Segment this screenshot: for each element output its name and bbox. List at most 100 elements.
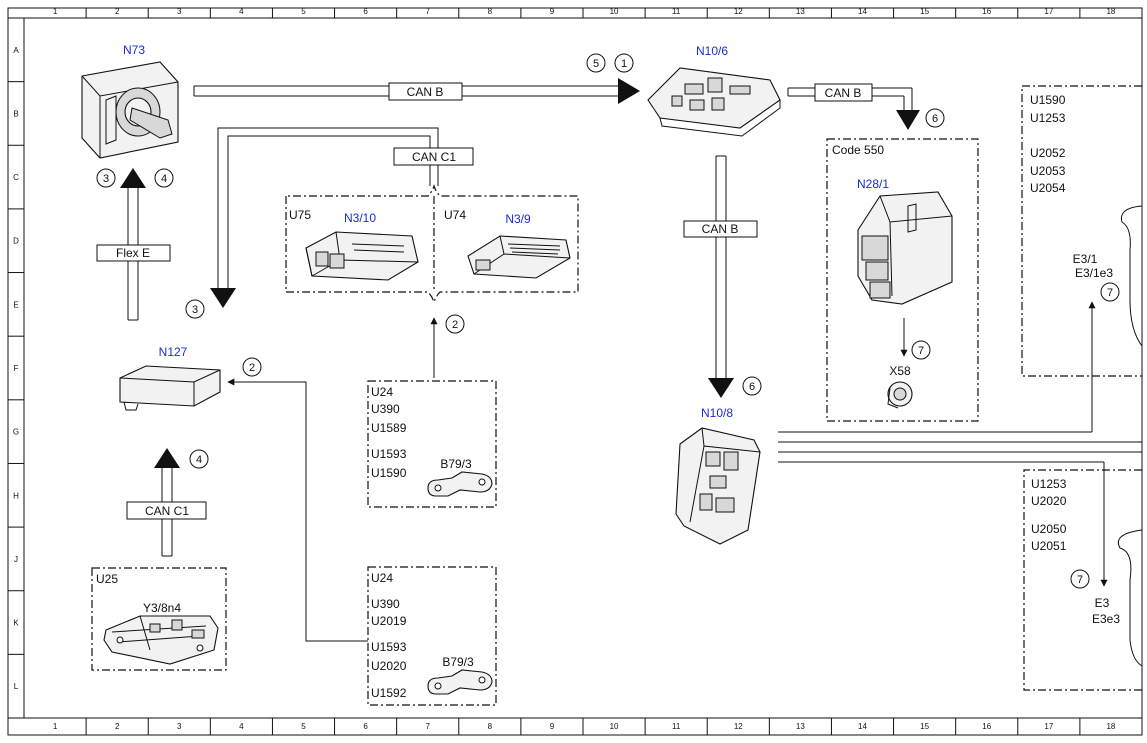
column-tick-label: 10	[610, 722, 619, 731]
flex-e-label: Flex E	[116, 246, 150, 260]
row-tick-label: G	[13, 428, 19, 437]
fault-code: U24	[371, 571, 393, 585]
b79-3-lower-sensor[interactable]	[427, 669, 493, 695]
frame: 1122334455667788991010111112121313141415…	[7, 7, 1143, 736]
can-b-right-label: CAN B	[825, 86, 862, 100]
fault-code: U1593	[371, 640, 407, 654]
n127-module[interactable]: N127	[119, 345, 221, 411]
u75-label: U75	[289, 208, 311, 222]
can-c1-left-bus: CAN C1 4	[126, 448, 209, 557]
x58-label: X58	[889, 364, 911, 378]
column-tick-label: 12	[734, 7, 743, 16]
u25-label: U25	[96, 572, 118, 586]
fault-code: U24	[371, 385, 393, 399]
row-tick-label: J	[14, 555, 18, 564]
row-tick-label: D	[13, 237, 19, 246]
column-ticks: 1122334455667788991010111112121313141415…	[53, 7, 1116, 735]
fault-code: U1589	[371, 421, 407, 435]
column-tick-label: 5	[301, 7, 306, 16]
n73-ignition-switch[interactable]: N73	[81, 43, 179, 159]
column-tick-label: 6	[363, 7, 368, 16]
column-tick-label: 3	[177, 722, 182, 731]
fault-code: U1253	[1031, 477, 1067, 491]
column-tick-label: 11	[672, 722, 681, 731]
callout-1: 1	[614, 53, 634, 73]
column-tick-label: 12	[734, 722, 743, 731]
fault-code: U2020	[371, 659, 407, 673]
callout-3-can-c1: 3	[192, 304, 198, 316]
ecu-input-arrow: 2	[430, 314, 465, 378]
code-550-group: Code 550 N28/1 7 X58	[826, 138, 979, 422]
n127-input-wire: 2	[227, 357, 368, 642]
callout-6-lower: 6	[749, 381, 755, 393]
row-tick-label: K	[13, 619, 19, 628]
can-b-right-bus: CAN B	[787, 83, 920, 130]
n3-10-ecu[interactable]	[305, 231, 419, 281]
svg-text:1: 1	[621, 58, 627, 70]
n28-1-module[interactable]	[857, 191, 953, 305]
column-tick-label: 9	[550, 722, 555, 731]
column-tick-label: 5	[301, 722, 306, 731]
y3-8n4-label: Y3/8n4	[143, 601, 181, 615]
y3-8n4-unit[interactable]	[103, 615, 219, 665]
column-tick-label: 16	[982, 7, 991, 16]
e3-label: E3	[1095, 596, 1110, 610]
x58-connector[interactable]	[887, 381, 913, 409]
column-tick-label: 8	[488, 722, 493, 731]
column-tick-label: 7	[425, 722, 430, 731]
row-tick-label: A	[13, 46, 19, 55]
can-c1-top-bus: CAN C1 3	[185, 127, 474, 319]
fault-code: U2050	[1031, 522, 1067, 536]
b79-3-lower-label: B79/3	[442, 655, 474, 669]
n28-1-label: N28/1	[857, 177, 889, 191]
n3-9-ecu[interactable]	[467, 235, 571, 279]
callout-7-right-lower: 7	[1077, 574, 1083, 586]
callout-2-n127: 2	[249, 362, 255, 374]
flex-e-bus: Flex E 3 4	[96, 168, 174, 321]
fault-code: U1592	[371, 686, 407, 700]
e3-1-label: E3/1	[1073, 252, 1098, 266]
n10-6-label: N10/6	[696, 44, 728, 58]
column-tick-label: 7	[425, 7, 430, 16]
column-tick-label: 11	[672, 7, 681, 16]
n127-label: N127	[159, 345, 188, 359]
row-tick-label: C	[13, 173, 19, 182]
row-tick-label: F	[14, 364, 19, 373]
callout-7-code550: 7	[918, 345, 924, 357]
callout-5: 5	[586, 53, 606, 73]
fault-code: U2054	[1030, 181, 1066, 195]
e3e3-label: E3e3	[1092, 612, 1120, 626]
column-tick-label: 1	[53, 7, 58, 16]
svg-text:6: 6	[932, 113, 938, 125]
fault-code: U2053	[1030, 164, 1066, 178]
fault-code: U390	[371, 402, 400, 416]
column-tick-label: 14	[858, 7, 867, 16]
n10-6-module[interactable]: N10/6	[647, 44, 781, 137]
can-b-top-bus: CAN B	[193, 78, 640, 104]
n3-9-label: N3/9	[505, 212, 531, 226]
column-tick-label: 17	[1044, 722, 1053, 731]
fault-code: U2020	[1031, 494, 1067, 508]
row-tick-label: E	[13, 300, 18, 309]
callout-4-flex: 4	[161, 173, 167, 185]
n10-8-module[interactable]: N10/8	[675, 406, 761, 545]
callout-4-can-c1: 4	[196, 454, 202, 466]
can-b-vertical-bus: CAN B 6	[683, 155, 762, 398]
can-b-top-label: CAN B	[407, 85, 444, 99]
can-c1-left-label: CAN C1	[145, 504, 189, 518]
column-tick-label: 18	[1106, 722, 1115, 731]
column-tick-label: 9	[550, 7, 555, 16]
e3-1e3-label: E3/1e3	[1075, 266, 1113, 280]
row-tick-label: L	[14, 682, 19, 691]
b79-3-upper-sensor[interactable]	[427, 471, 493, 497]
fault-code: U1590	[371, 466, 407, 480]
column-tick-label: 16	[982, 722, 991, 731]
callout-7-right-upper: 7	[1107, 287, 1113, 299]
fault-code: U2052	[1030, 146, 1066, 160]
column-tick-label: 14	[858, 722, 867, 731]
column-tick-label: 10	[610, 7, 619, 16]
ecu-group-box: U75 N3/10 U74 N3/9	[285, 184, 579, 304]
can-b-vertical-label: CAN B	[702, 222, 739, 236]
